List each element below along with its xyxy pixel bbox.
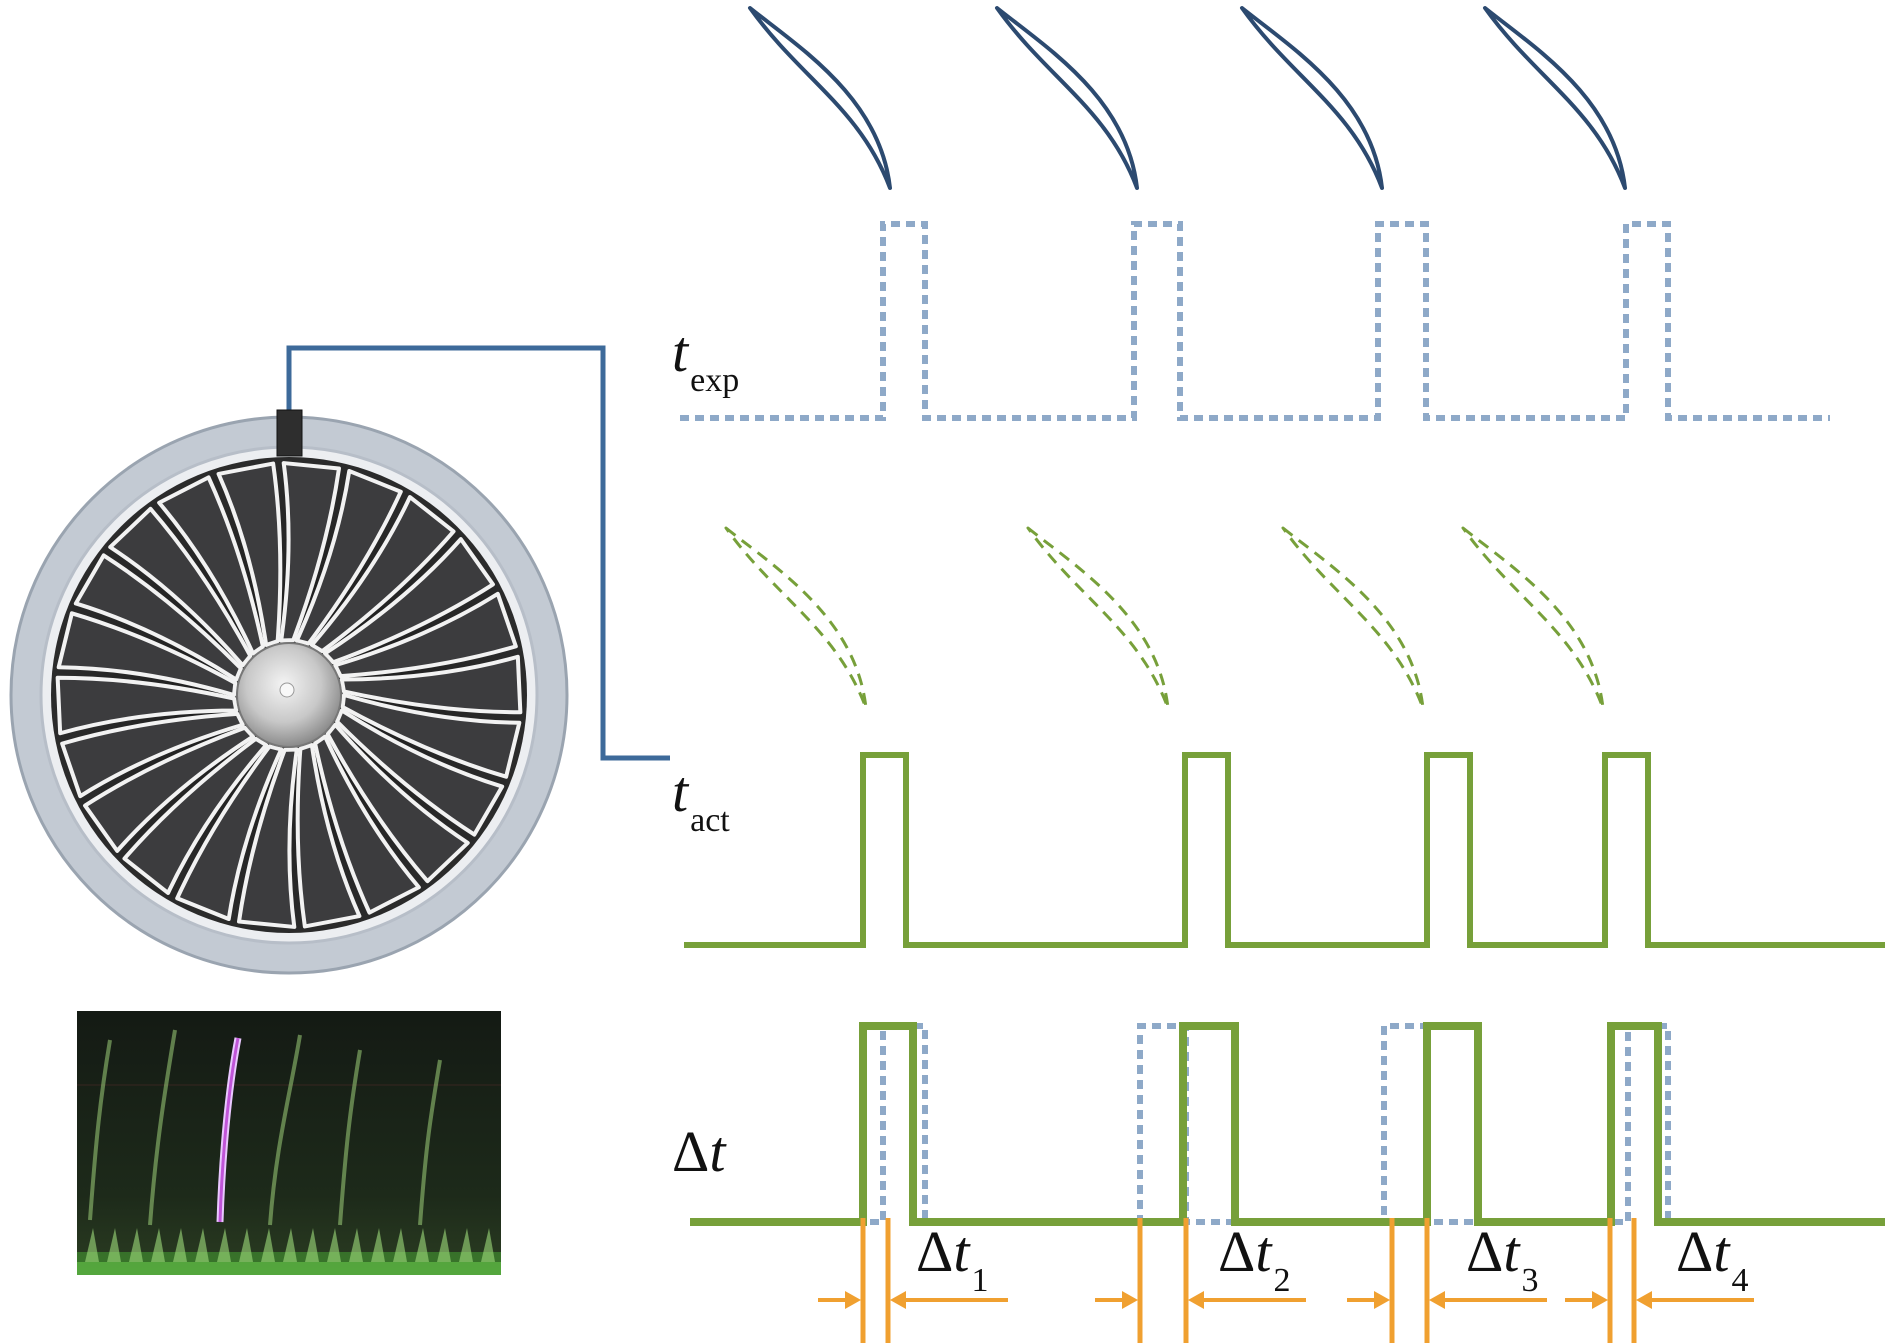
fan-blade (279, 461, 341, 643)
photo-streak (88, 1039, 112, 1221)
comparison-expected-pulse-train (690, 1023, 1885, 1225)
expected-pulse-train (680, 221, 1830, 421)
fan-blade (339, 654, 523, 715)
delta-t-markers (818, 1218, 1754, 1343)
actual-blade (1026, 526, 1170, 710)
photo-tooth (195, 1228, 209, 1262)
photo-tooth (481, 1228, 495, 1262)
fan-blade (216, 461, 283, 647)
photo-tooth (415, 1228, 429, 1262)
photo-tooth (349, 1228, 363, 1262)
actual-pulse-train (684, 752, 1885, 948)
delta-t4-label: Δt4 (1676, 1219, 1749, 1299)
photo-tooth (239, 1228, 253, 1262)
delta-t1-label: Δt1 (916, 1219, 989, 1299)
photo-streak (148, 1029, 177, 1226)
photo-tooth (283, 1228, 297, 1262)
delta-arrow-head (890, 1291, 906, 1309)
actual-blade (1281, 526, 1425, 710)
expected-blade-profiles (748, 6, 1627, 190)
actual-blade-profiles (724, 526, 1605, 710)
actual-arrival-signal (684, 752, 1885, 948)
comparison-actual-signal (690, 1022, 1885, 1226)
photo-tooth (459, 1228, 473, 1262)
comparison-actual-pulse-train (690, 1022, 1885, 1226)
photo-tooth (129, 1228, 143, 1262)
actual-blade (1461, 526, 1605, 710)
photo-tooth (107, 1228, 121, 1262)
photo-tooth (437, 1228, 451, 1262)
t-exp-label: texp (672, 319, 740, 399)
t-act-label: tact (672, 759, 730, 839)
photo-streak (268, 1034, 302, 1226)
fan-blade (55, 675, 239, 736)
comparison-expected-signal (690, 1023, 1885, 1225)
fan-blade (83, 725, 255, 853)
fan-blade (333, 591, 518, 679)
turbofan-image (9, 409, 569, 975)
photo-streak (418, 1059, 442, 1226)
fan-blades (55, 461, 523, 929)
fan-blade (295, 743, 362, 929)
fan-blade (340, 693, 522, 779)
probe-wire (286, 345, 670, 761)
fan-blade (108, 506, 253, 668)
delta-arrow-head (1374, 1291, 1390, 1309)
photo-tooth (85, 1228, 99, 1262)
photo-tooth (327, 1228, 341, 1262)
spinner-tip (279, 682, 295, 698)
photo-tooth (151, 1228, 165, 1262)
photo-streak (338, 1049, 362, 1226)
photo-tooth (261, 1228, 275, 1262)
delta-arrow-head (1188, 1291, 1204, 1309)
fan-blade (313, 734, 421, 915)
expected-blade (995, 6, 1139, 190)
fan-blade (323, 537, 495, 665)
fan-blade (325, 722, 470, 884)
fan-blade (56, 611, 238, 697)
photo-tooth (393, 1228, 407, 1262)
delta-arrow-head (1592, 1291, 1608, 1309)
fan-blade (175, 744, 284, 922)
probe-sensor (276, 409, 303, 457)
photo-tooth (371, 1228, 385, 1262)
delta-t3-label: Δt3 (1466, 1219, 1539, 1299)
expected-blade (748, 6, 892, 190)
actual-blade (724, 526, 868, 710)
photo-tooth (173, 1228, 187, 1262)
fan-blade (294, 468, 403, 646)
delta-arrow-head (1122, 1291, 1138, 1309)
photo-tooth (305, 1228, 319, 1262)
expected-blade (1240, 6, 1384, 190)
fan-blade (60, 711, 245, 799)
delta-t-label: Δt (672, 1119, 726, 1184)
expected-arrival-signal (680, 221, 1830, 421)
expected-blade (1483, 6, 1627, 190)
delta-arrow-head (845, 1291, 861, 1309)
fan-blade (237, 747, 299, 929)
delta-arrow-head (1636, 1291, 1652, 1309)
photo-tooth (217, 1228, 231, 1262)
blade-tip-photo (77, 1011, 501, 1275)
fan-blade (309, 495, 456, 654)
delta-t2-label: Δt2 (1218, 1219, 1291, 1299)
fan-blade (335, 708, 505, 837)
fan-blade (122, 736, 269, 895)
fan-blade (73, 553, 243, 682)
delta-arrow-head (1429, 1291, 1445, 1309)
fan-blade (157, 475, 265, 656)
